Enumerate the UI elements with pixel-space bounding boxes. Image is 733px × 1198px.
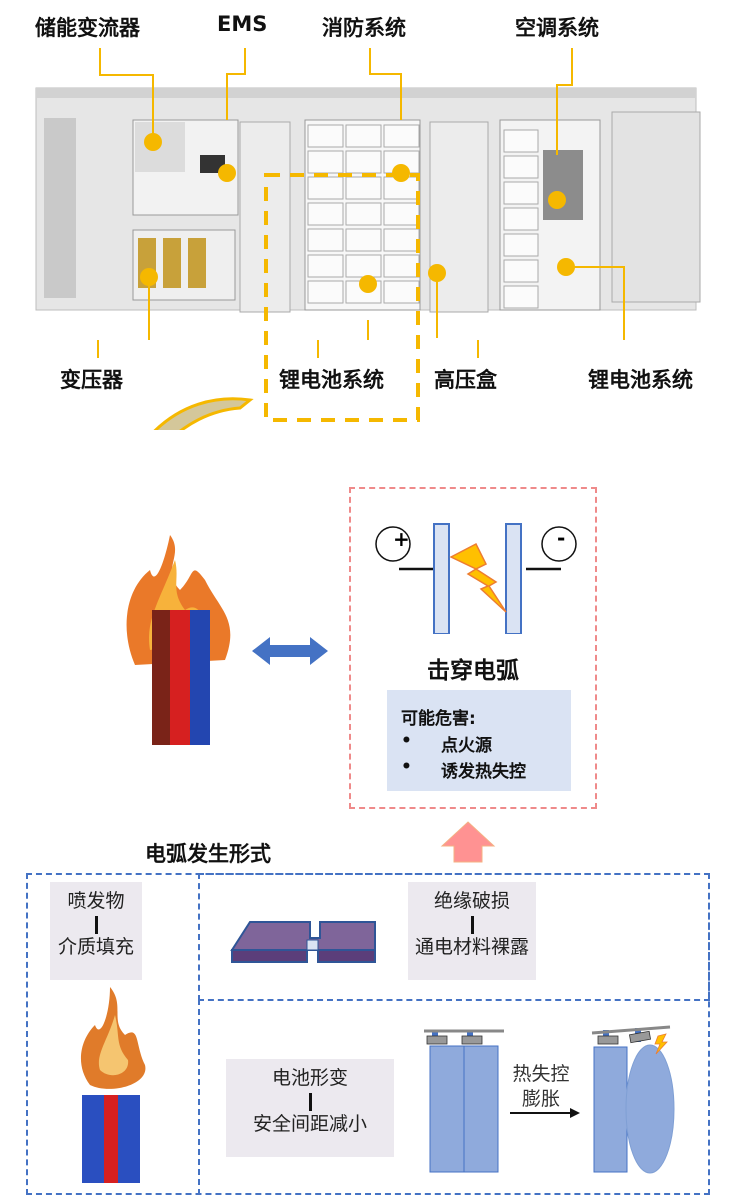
battery-module [383, 124, 420, 148]
connector-bar [470, 915, 474, 934]
ejecta-line1: 喷发物 [67, 890, 125, 912]
open-door [611, 111, 701, 303]
ejecta-box: 喷发物 介质填充 [50, 882, 142, 980]
deformation-box: 电池形变 安全间距减小 [226, 1059, 394, 1157]
battery-cell [593, 1046, 628, 1173]
breakdown-arc-panel: + - 击穿电弧 可能危害: • 点火源 • 诱发热失控 [349, 487, 597, 809]
arc-diagram [375, 523, 577, 634]
battery-highlight-box [97, 173, 479, 430]
up-arrow-icon [440, 821, 496, 863]
battery-cell [463, 1045, 499, 1173]
battery-cell-blue [82, 1095, 104, 1183]
cell-expansion-illustration [424, 1025, 675, 1174]
leader-pcs [99, 48, 154, 142]
battery-cell-red [104, 1095, 118, 1183]
flame-core [98, 1015, 129, 1076]
arc-title: 击穿电弧 [427, 658, 519, 684]
expansion-line1: 热失控 [512, 1063, 570, 1085]
battery-module [503, 285, 539, 309]
leader-fire [369, 48, 402, 120]
battery-module [345, 202, 382, 226]
burning-battery-illustration [126, 535, 231, 745]
battery-cell-side [152, 610, 170, 745]
label-fire-system: 消防系统 [322, 16, 406, 40]
label-battery-system: 锂电池系统 [279, 368, 384, 392]
forms-title: 电弧发生形式 [145, 842, 271, 866]
swollen-battery-cell [625, 1044, 675, 1174]
battery-module [307, 124, 344, 148]
label-transformer: 变压器 [60, 368, 123, 392]
label-hv-box: 高压盒 [434, 368, 497, 392]
positive-terminal-icon [375, 526, 411, 562]
expansion-label: 热失控 膨胀 [506, 1062, 576, 1111]
battery-module [503, 233, 539, 257]
lightning-bolt-icon [449, 542, 507, 613]
battery-module [503, 129, 539, 153]
battery-modules [307, 124, 420, 304]
label-hvac-system: 空调系统 [515, 16, 599, 40]
insulation-line2: 通电材料裸露 [414, 935, 529, 958]
hazard-bullet: • [401, 757, 412, 777]
energy-storage-container-illustration [35, 48, 701, 340]
battery-module [307, 202, 344, 226]
battery-cell-blue [118, 1095, 140, 1183]
battery-module [345, 228, 382, 252]
transformer-coil [163, 238, 181, 288]
hvac-unit [543, 150, 583, 220]
negative-terminal-icon [541, 526, 577, 562]
leader-ems [226, 48, 246, 120]
battery-cell [429, 1045, 465, 1173]
hazard-bullet: • [401, 731, 412, 751]
deformation-line2: 安全间距减小 [252, 1112, 367, 1135]
section-divider [198, 999, 202, 1195]
hazards-title: 可能危害: [401, 709, 476, 729]
plus-symbol: + [393, 527, 410, 551]
electrode-plate-negative [505, 523, 522, 634]
hazard-item: 点火源 [441, 736, 492, 756]
insulation-box: 绝缘破损 通电材料裸露 [408, 882, 536, 980]
hazards-box: 可能危害: • 点火源 • 诱发热失控 [387, 690, 571, 791]
transformer-coil [188, 238, 206, 288]
label-battery-system-right: 锂电池系统 [588, 368, 693, 392]
damaged-insulation-illustration [230, 921, 376, 963]
battery-cell-red [170, 610, 190, 745]
curved-arrow [153, 397, 254, 430]
leader-battery-right [566, 266, 625, 340]
battery-module [307, 254, 344, 278]
hazard-item: 诱发热失控 [441, 762, 526, 782]
ems-screen [200, 155, 225, 173]
label-ems: EMS [217, 12, 268, 36]
battery-module [383, 202, 420, 226]
ejecta-line2: 介质填充 [57, 935, 134, 958]
insulation-section [198, 873, 710, 1001]
battery-module [503, 259, 539, 283]
side-vent [44, 118, 76, 298]
battery-module [503, 207, 539, 231]
battery-cell-blue [190, 610, 210, 745]
electrode-plate-positive [433, 523, 450, 634]
battery-module [503, 155, 539, 179]
connector-bar [308, 1092, 312, 1111]
double-arrow-icon [252, 637, 328, 665]
label-pcs: 储能变流器 [35, 16, 140, 40]
minus-symbol: - [557, 526, 566, 550]
leader-lines [99, 48, 625, 340]
expansion-line2: 膨胀 [521, 1087, 560, 1110]
connector-bar [94, 915, 98, 934]
battery-module [307, 280, 344, 304]
battery-modules [503, 129, 539, 309]
spark-icon [654, 1033, 668, 1055]
battery-module [345, 124, 382, 148]
leader-hvac [556, 48, 573, 155]
ejecting-battery-illustration [80, 987, 146, 1183]
container-roof [36, 88, 696, 98]
callout-dots [140, 133, 575, 293]
battery-module [307, 228, 344, 252]
deformation-line1: 电池形变 [271, 1067, 348, 1089]
battery-module [503, 181, 539, 205]
insulation-line1: 绝缘破损 [433, 890, 510, 912]
